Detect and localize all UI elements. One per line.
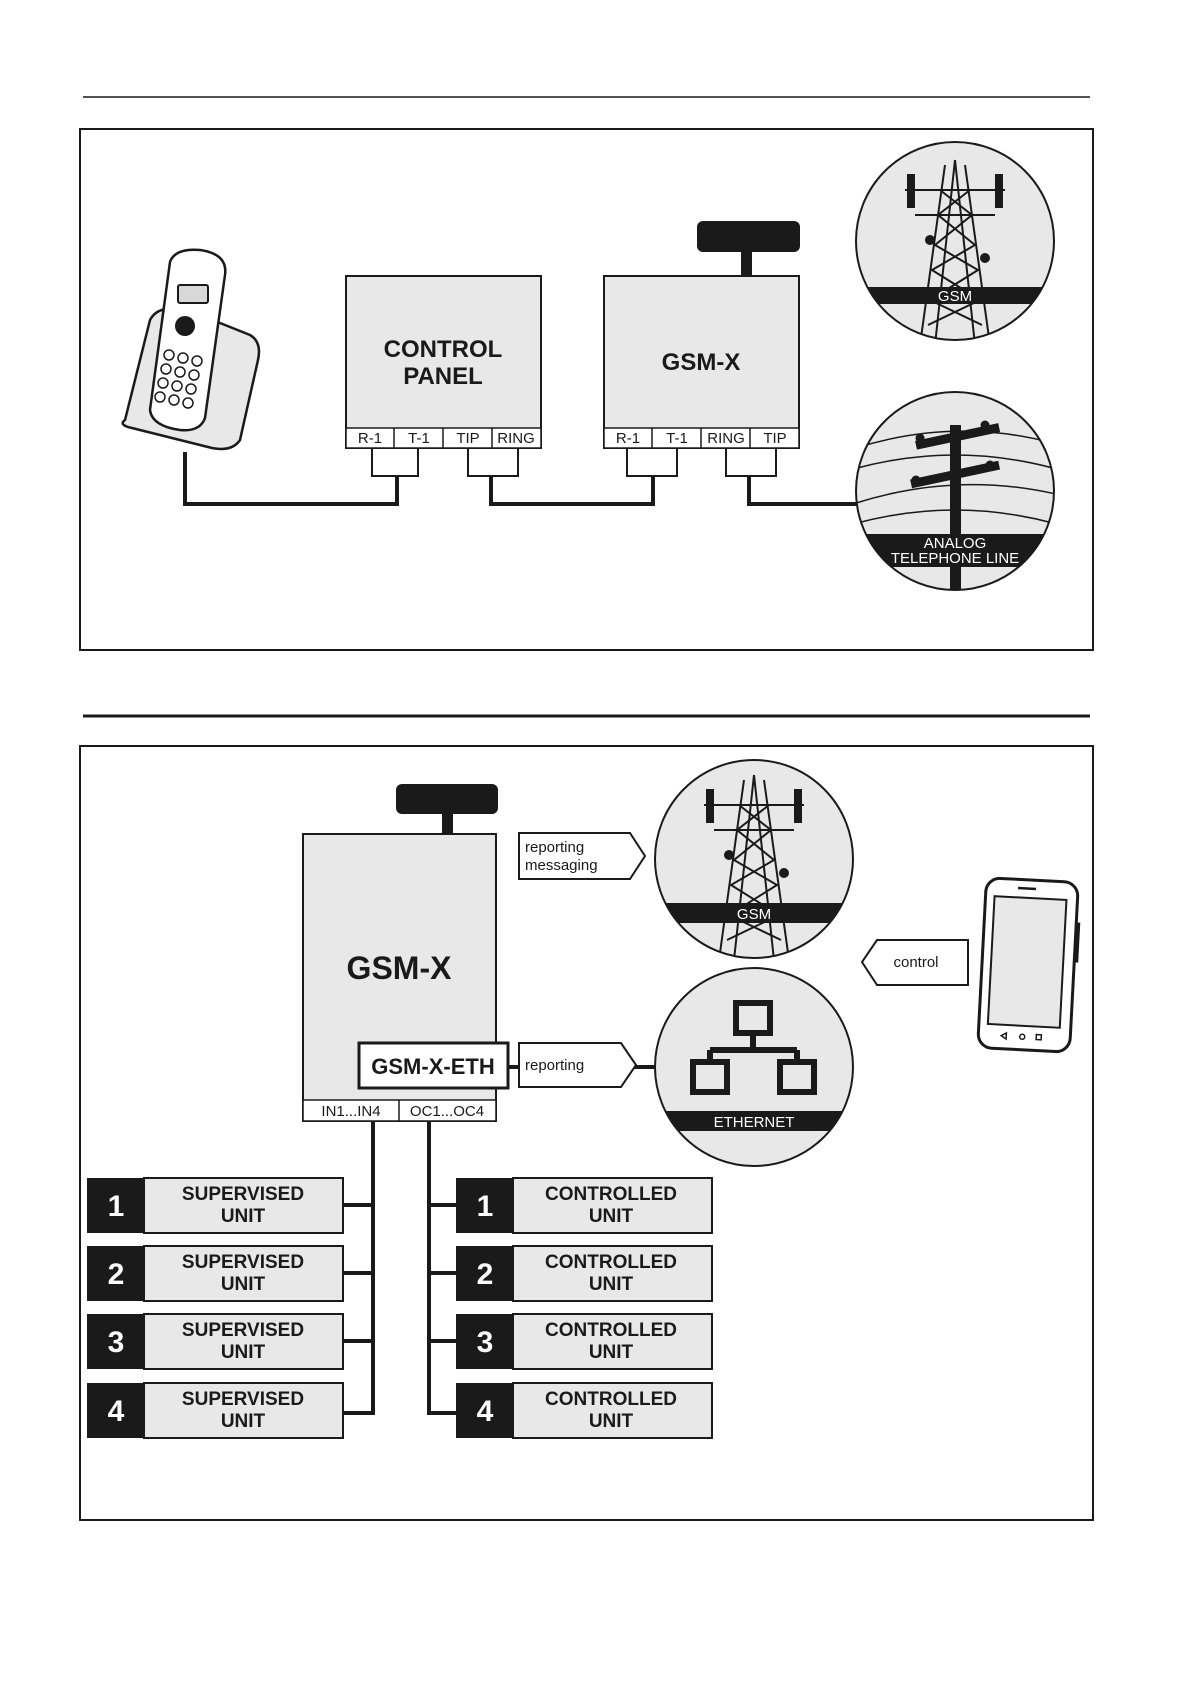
supervised-unit-number: 1 bbox=[108, 1190, 125, 1223]
inputs-label: IN1...IN4 bbox=[321, 1103, 380, 1120]
cordless-phone-icon bbox=[121, 248, 261, 451]
arrow-gsm-text-2: messaging bbox=[525, 857, 598, 874]
supervised-unit-line1: SUPERVISED bbox=[182, 1184, 304, 1205]
antenna-icon bbox=[697, 221, 800, 252]
controlled-unit-number: 4 bbox=[477, 1395, 494, 1428]
outputs-label: OC1...OC4 bbox=[410, 1103, 484, 1120]
supervised-unit: 1 SUPERVISED UNIT bbox=[87, 1177, 344, 1234]
controlled-units: 1 CONTROLLED UNIT 2 CONTROLLED UNIT 3 CO… bbox=[456, 1177, 713, 1439]
supervised-unit-line2: UNIT bbox=[221, 1206, 266, 1227]
arrow-reporting-eth: reporting bbox=[518, 1042, 638, 1088]
gsm-terminal-r1: R-1 bbox=[616, 430, 640, 447]
controlled-unit-line2: UNIT bbox=[589, 1411, 634, 1432]
gsm-tower-icon-2: GSM bbox=[654, 759, 854, 959]
controlled-unit-number: 3 bbox=[477, 1326, 494, 1359]
gsm-network-label-2: GSM bbox=[737, 906, 771, 923]
gsm-tower-icon: GSM bbox=[855, 141, 1055, 341]
diagram-2-wiring bbox=[343, 1065, 655, 1415]
cp-terminal-t1: T-1 bbox=[408, 430, 430, 447]
gsm-x-title-2: GSM-X bbox=[347, 950, 453, 986]
supervised-unit-line2: UNIT bbox=[221, 1342, 266, 1363]
supervised-unit-line1: SUPERVISED bbox=[182, 1320, 304, 1341]
supervised-unit: 2 SUPERVISED UNIT bbox=[87, 1245, 344, 1302]
diagram-2: GSM-X GSM-X-ETH IN1...IN4 OC1...OC4 bbox=[79, 745, 1094, 1521]
supervised-unit: 3 SUPERVISED UNIT bbox=[87, 1313, 344, 1370]
gsm-x-eth-label: GSM-X-ETH bbox=[371, 1054, 494, 1079]
diagram-1-frame bbox=[79, 128, 1094, 651]
control-panel-module: CONTROL PANEL R-1 T-1 TIP RING bbox=[345, 275, 542, 449]
controlled-unit: 3 CONTROLLED UNIT bbox=[456, 1313, 713, 1370]
arrow-control-text: control bbox=[893, 954, 938, 971]
supervised-units: 1 SUPERVISED UNIT 2 SUPERVISED UNIT 3 SU… bbox=[87, 1177, 344, 1439]
control-panel-title-2: PANEL bbox=[403, 363, 483, 390]
supervised-unit-line2: UNIT bbox=[221, 1274, 266, 1295]
gsm-x-module: GSM-X R-1 T-1 RING TIP bbox=[603, 221, 800, 449]
arrow-control: control bbox=[860, 939, 969, 986]
supervised-unit-line2: UNIT bbox=[221, 1411, 266, 1432]
gsm-x-module-2: GSM-X GSM-X-ETH IN1...IN4 OC1...OC4 bbox=[302, 833, 510, 1122]
controlled-unit: 2 CONTROLLED UNIT bbox=[456, 1245, 713, 1302]
diagram-1-wiring bbox=[183, 447, 860, 506]
controlled-unit-line1: CONTROLLED bbox=[545, 1389, 677, 1410]
analog-line-label-2: TELEPHONE LINE bbox=[891, 550, 1019, 567]
controlled-unit-line2: UNIT bbox=[589, 1206, 634, 1227]
controlled-unit-line2: UNIT bbox=[589, 1274, 634, 1295]
arrow-eth-text: reporting bbox=[525, 1057, 584, 1074]
diagram-2-frame bbox=[79, 745, 1094, 1521]
controlled-unit-line1: CONTROLLED bbox=[545, 1320, 677, 1341]
gsm-terminal-t1: T-1 bbox=[666, 430, 688, 447]
cp-terminal-r1: R-1 bbox=[358, 430, 382, 447]
antenna-icon-2 bbox=[396, 784, 498, 814]
diagram-1: CONTROL PANEL R-1 T-1 TIP RING GSM-X R-1… bbox=[79, 128, 1094, 651]
controlled-unit: 1 CONTROLLED UNIT bbox=[456, 1177, 713, 1234]
cp-terminal-tip: TIP bbox=[456, 430, 479, 447]
supervised-unit-number: 2 bbox=[108, 1258, 125, 1291]
gsm-x-title: GSM-X bbox=[662, 349, 741, 376]
analog-line-label-1: ANALOG bbox=[924, 535, 987, 552]
smartphone-icon bbox=[976, 876, 1081, 1054]
telephone-pole-icon: ANALOG TELEPHONE LINE bbox=[855, 391, 1055, 591]
ethernet-network-icon: ETHERNET bbox=[654, 967, 854, 1167]
cp-terminal-ring: RING bbox=[497, 430, 535, 447]
supervised-unit: 4 SUPERVISED UNIT bbox=[87, 1382, 344, 1439]
controlled-unit-line1: CONTROLLED bbox=[545, 1184, 677, 1205]
controlled-unit: 4 CONTROLLED UNIT bbox=[456, 1382, 713, 1439]
gsm-terminal-tip: TIP bbox=[763, 430, 786, 447]
gsm-terminal-ring: RING bbox=[707, 430, 745, 447]
controlled-unit-line2: UNIT bbox=[589, 1342, 634, 1363]
supervised-unit-number: 4 bbox=[108, 1395, 125, 1428]
arrow-gsm-text-1: reporting bbox=[525, 839, 584, 856]
ethernet-label: ETHERNET bbox=[714, 1114, 795, 1131]
supervised-unit-line1: SUPERVISED bbox=[182, 1252, 304, 1273]
controlled-unit-line1: CONTROLLED bbox=[545, 1252, 677, 1273]
gsm-network-label: GSM bbox=[938, 288, 972, 305]
supervised-unit-line1: SUPERVISED bbox=[182, 1389, 304, 1410]
supervised-unit-number: 3 bbox=[108, 1326, 125, 1359]
control-panel-title-1: CONTROL bbox=[384, 336, 503, 363]
controlled-unit-number: 1 bbox=[477, 1190, 494, 1223]
controlled-unit-number: 2 bbox=[477, 1258, 494, 1291]
arrow-reporting-messaging: reporting messaging bbox=[518, 832, 647, 880]
